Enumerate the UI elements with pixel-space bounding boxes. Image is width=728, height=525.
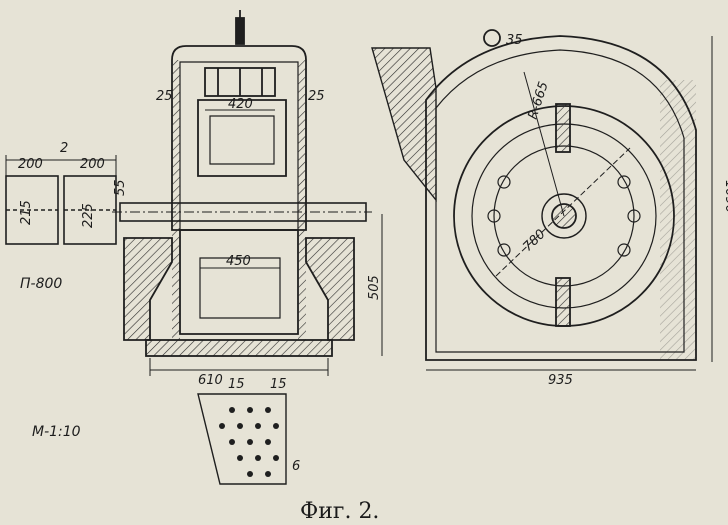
dim-side-height-a: 215 — [19, 200, 34, 225]
model-label: П-800 — [20, 276, 62, 292]
scale-label: М-1:10 — [32, 424, 81, 440]
dim-overall-height: 1090 — [722, 180, 728, 213]
dim-side-width-a: 200 — [18, 157, 43, 172]
side-blocks — [5, 155, 117, 245]
dim-grid-pitch-a: 15 — [228, 377, 245, 392]
dim-side-height-b: 225 — [81, 203, 96, 228]
front-section-view — [112, 10, 372, 376]
dim-grid-pitch-b: 15 — [270, 377, 287, 392]
dim-hole-dia: 6 — [292, 459, 300, 474]
dim-base-height: 505 — [367, 275, 382, 300]
dim-base-width: 610 — [198, 373, 223, 388]
dim-overall-width: 935 — [548, 373, 573, 388]
dim-top-width: 420 — [228, 97, 253, 112]
figure-caption: Фиг. 2. — [300, 499, 379, 524]
dim-shaft-dia: 55 — [113, 179, 128, 196]
dim-radius: R-665 — [526, 80, 552, 121]
perforated-plate — [197, 393, 287, 485]
dim-side-gap: 2 — [60, 141, 68, 156]
dim-side-width-b: 200 — [80, 157, 105, 172]
dim-wall-right: 25 — [308, 89, 325, 104]
dim-top-pitch: 35 — [506, 33, 523, 48]
dim-inner-width: 450 — [226, 254, 251, 269]
dim-disk-dia: 780 — [520, 227, 548, 255]
side-section-view — [371, 29, 713, 371]
dim-wall-left: 25 — [156, 89, 173, 104]
